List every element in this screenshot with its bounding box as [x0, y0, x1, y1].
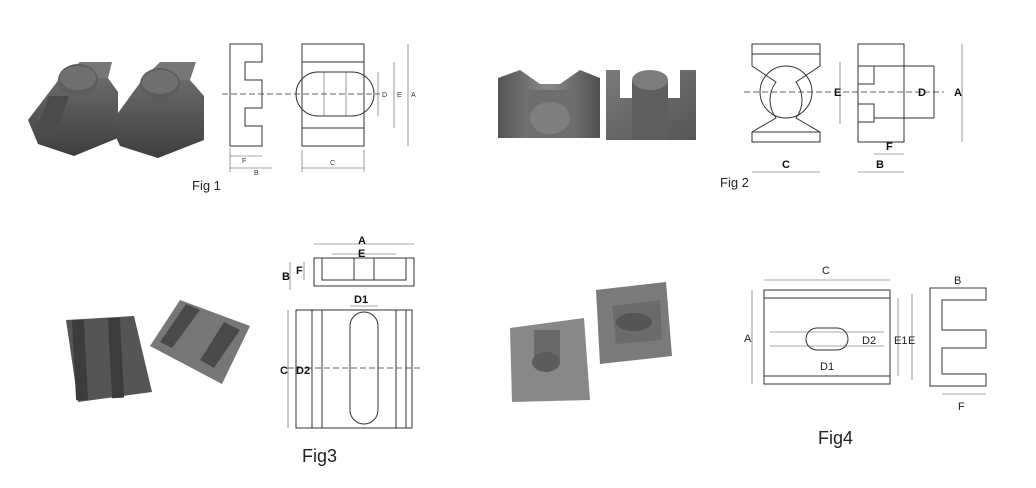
fig4-dim-e: E: [908, 335, 915, 347]
fig1-drawing: [222, 43, 409, 172]
fig2-caption: Fig 2: [720, 175, 749, 190]
fig1-dim-d: D: [382, 92, 387, 99]
fig4-dim-d2: D2: [862, 335, 876, 347]
fig1-dim-e: E: [397, 92, 402, 99]
fig2-dim-c: C: [782, 159, 790, 171]
fig3-dim-f: F: [296, 265, 303, 277]
fig4-caption: Fig4: [818, 428, 853, 448]
fig2-dim-e: E: [834, 87, 841, 99]
fig3-dim-e: E: [358, 248, 365, 260]
fig3-dim-d2: D2: [296, 365, 310, 377]
fig2-dim-b: B: [876, 159, 884, 171]
fig1-dim-c: C: [330, 160, 335, 167]
fig4-dim-c: C: [822, 265, 830, 277]
fig4-dim-e1: E1: [894, 335, 907, 347]
fig2-dim-a: A: [954, 87, 962, 99]
fig1-dim-f: F: [242, 158, 246, 165]
fig1-photo: [28, 62, 204, 158]
fig4-dim-a: A: [744, 333, 752, 345]
fig4-drawing: [751, 279, 987, 395]
fig3-dim-d1: D1: [354, 294, 368, 306]
fig2-dim-f: F: [886, 141, 893, 153]
fig3-photo: [66, 300, 250, 402]
fig4-photo: [510, 282, 672, 402]
fig4-dim-d1: D1: [820, 361, 834, 373]
fig2-photo: [498, 70, 696, 140]
fig3-dim-b: B: [282, 271, 290, 283]
fig2-dim-d: D: [918, 87, 926, 99]
fig1-dim-a: A: [411, 92, 416, 99]
fig4-dim-f: F: [958, 401, 965, 413]
fig3-dim-a: A: [358, 235, 366, 247]
fig4-dim-b: B: [954, 275, 961, 287]
fig3-caption: Fig3: [302, 446, 337, 466]
fig3-dim-c: C: [280, 365, 288, 377]
fig1-caption: Fig 1: [192, 178, 221, 193]
fig1-dim-b: B: [254, 170, 259, 177]
fig2-drawing: [744, 43, 963, 173]
fig3-drawing: [287, 243, 420, 429]
